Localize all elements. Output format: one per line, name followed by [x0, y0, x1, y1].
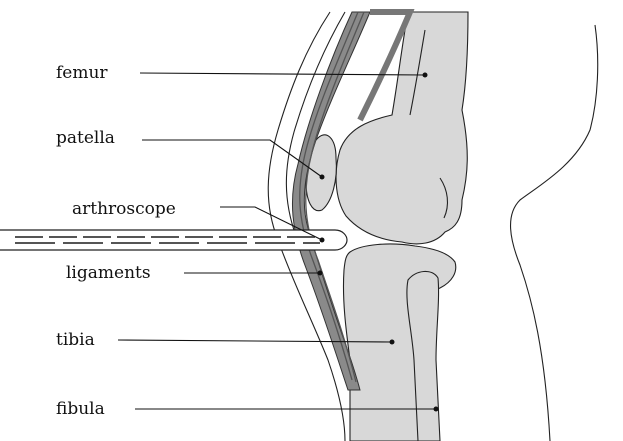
label-ligaments: ligaments: [66, 263, 323, 283]
label-femur-text: femur: [56, 63, 108, 83]
pointer-tibia: [390, 340, 395, 345]
label-fibula-text: fibula: [56, 399, 105, 419]
label-arthroscope-text: arthroscope: [72, 199, 176, 219]
pointer-patella: [320, 175, 325, 180]
label-tibia-text: tibia: [56, 330, 95, 350]
label-ligaments-text: ligaments: [66, 263, 151, 283]
label-femur: femur: [56, 63, 428, 83]
label-patella-text: patella: [56, 128, 115, 148]
label-patella: patella: [56, 128, 325, 180]
pointer-arthroscope: [320, 238, 325, 243]
leader-patella: [142, 140, 322, 177]
femur-bone: [336, 12, 468, 244]
pointer-femur: [423, 73, 428, 78]
arthroscope-instrument: [0, 230, 347, 250]
pointer-ligaments: [318, 271, 323, 276]
pointer-fibula: [434, 407, 439, 412]
